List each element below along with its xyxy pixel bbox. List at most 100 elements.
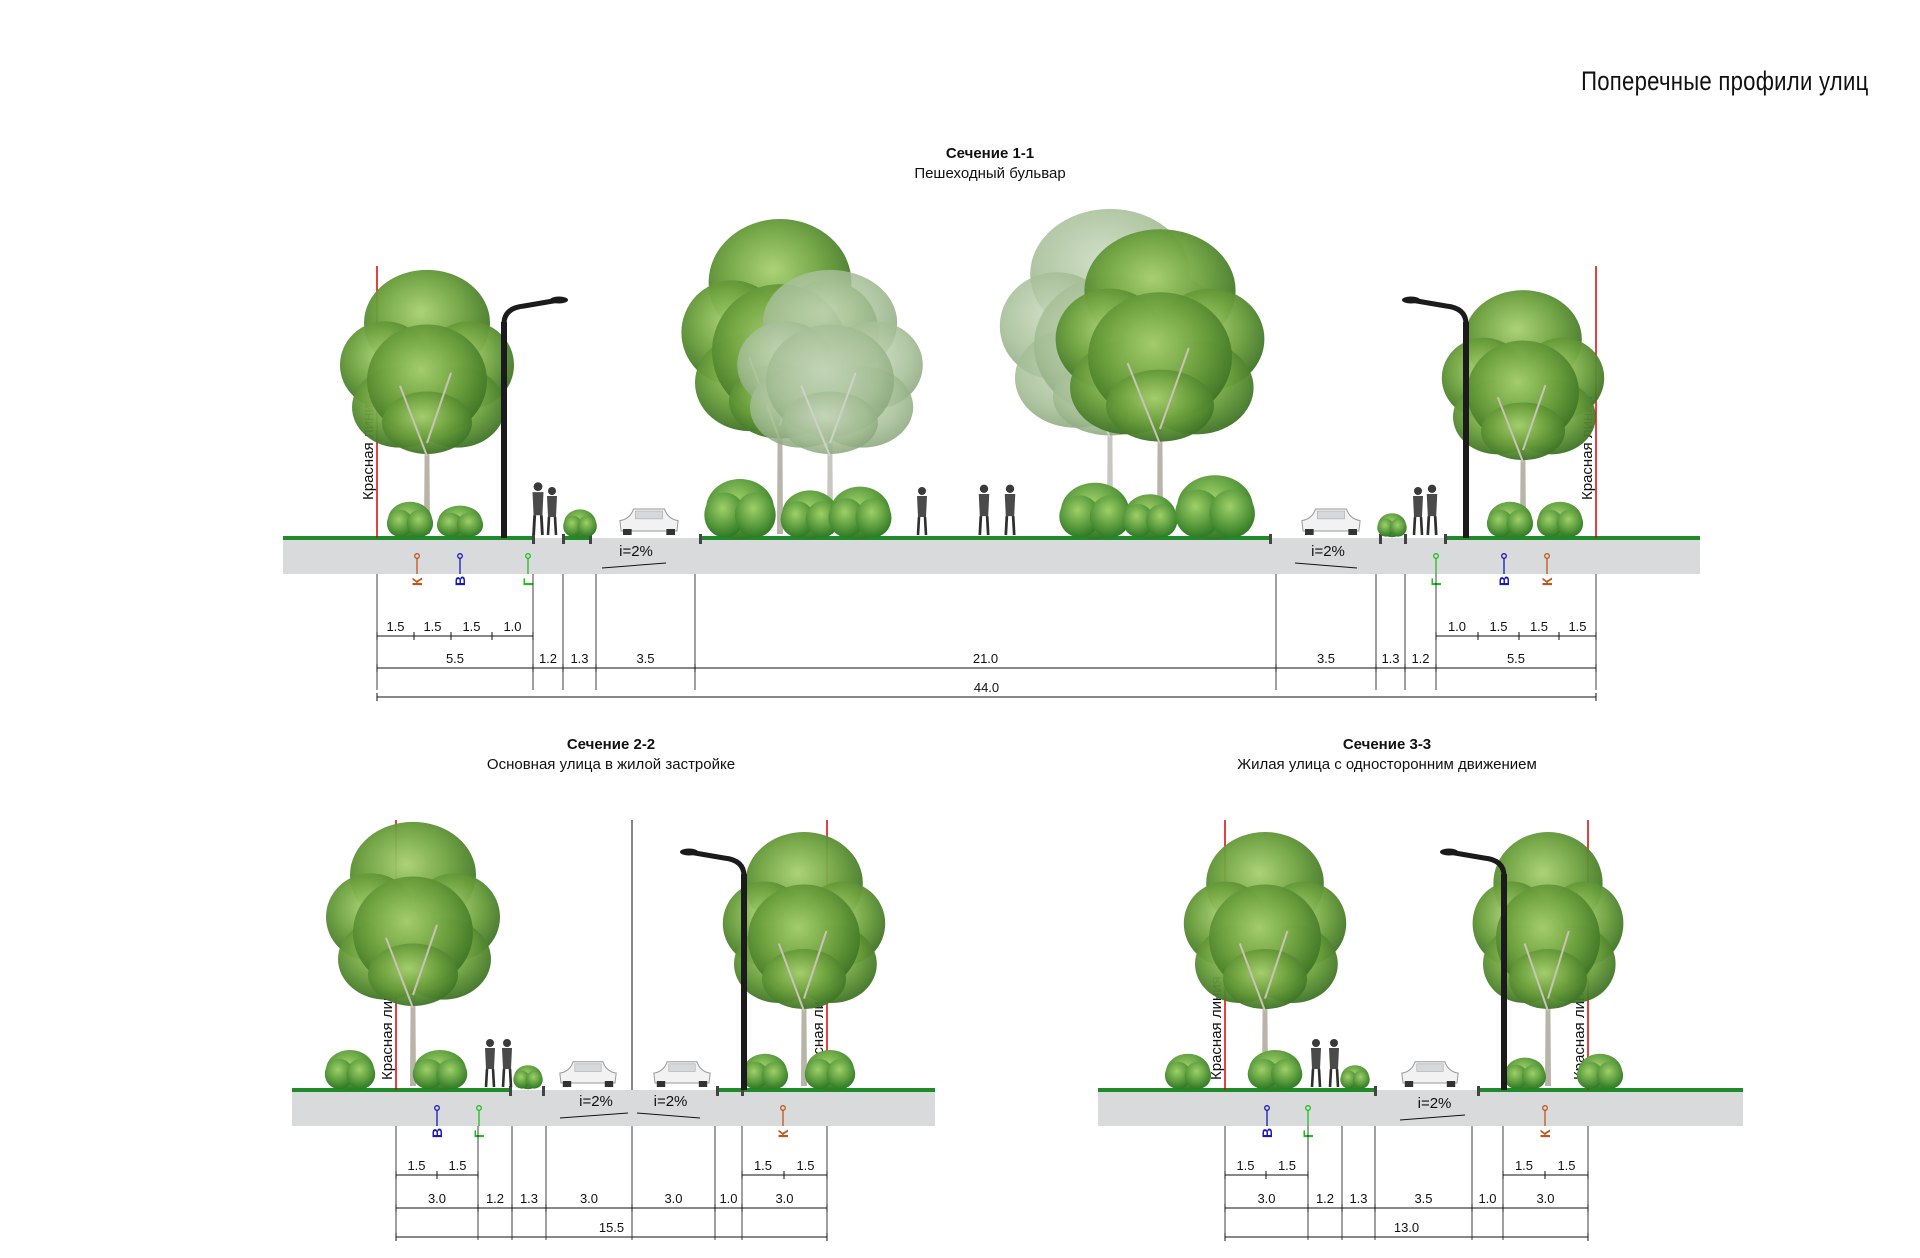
bush-lobe (1576, 1061, 1604, 1089)
person-head (979, 484, 989, 493)
s1-dims-row2-value: 3.5 (1317, 651, 1335, 666)
s1-dims-row1-left-value: 1.0 (503, 619, 521, 634)
s1-dims-row1-right-value: 1.5 (1489, 619, 1507, 634)
s1-bush (1377, 513, 1407, 538)
bush-lobe (826, 1059, 856, 1089)
bush-lobe (804, 1059, 834, 1089)
s1-grass-strip (1445, 536, 1700, 540)
s1-tree-right (1441, 290, 1605, 534)
lamp-pole (741, 874, 747, 1090)
s2-bush (804, 1050, 856, 1090)
s3-dims-row2-value: 1.0 (1478, 1191, 1496, 1206)
utility-label: В (1496, 576, 1512, 586)
section-1-subtitle: Пешеходный бульвар (914, 165, 1066, 182)
s3-utility-k: К (1537, 1105, 1553, 1138)
tree-branches (777, 930, 828, 1012)
bush-lobe (1556, 509, 1584, 537)
s2-dims-row1-right-value: 1.5 (796, 1158, 814, 1173)
s1-dims-total-value: 44.0 (974, 680, 999, 695)
person-body (502, 1048, 512, 1069)
s1-dims-row2-value: 1.3 (570, 651, 588, 666)
s3-person (1310, 1039, 1322, 1088)
s1-bush (828, 486, 892, 539)
person-legs (916, 516, 928, 536)
s1-tree-left (340, 269, 514, 534)
s3-dims-row1-right-value: 1.5 (1515, 1158, 1533, 1173)
tree-branches (1496, 384, 1547, 463)
bush-lobe (324, 1059, 354, 1089)
s1-dims-row2-value: 5.5 (1507, 651, 1525, 666)
person-body (532, 492, 544, 516)
s3-dims-row2-value: 3.0 (1257, 1191, 1275, 1206)
s1-dims-row2-value: 3.5 (636, 651, 654, 666)
car-window (1416, 1063, 1444, 1072)
person-legs (546, 516, 558, 536)
s1-curb (1404, 534, 1407, 544)
lamp-head (680, 848, 698, 856)
s1-grass-strip (283, 536, 533, 540)
s2-tree-left (326, 821, 500, 1086)
bush-lobe (1175, 489, 1221, 538)
s1-bush (1059, 482, 1131, 539)
person-body (485, 1048, 495, 1069)
car-body (653, 1061, 711, 1084)
s2-slope-left-arrow (559, 1112, 629, 1119)
tree-crown (1509, 949, 1587, 1009)
person-body (547, 496, 557, 517)
s3-bush (1576, 1053, 1624, 1090)
bush-lobe (855, 498, 892, 538)
bush-lobe (761, 1061, 789, 1089)
s1-slope-left-arrow (601, 562, 667, 569)
s3-tree-left (1183, 832, 1347, 1086)
bush-lobe (1596, 1061, 1624, 1089)
tree-crown (1223, 949, 1307, 1009)
bush-lobe (1352, 1070, 1370, 1089)
tree-crown (762, 949, 846, 1009)
person-head (1312, 1039, 1320, 1047)
car-window (1317, 510, 1345, 520)
bush-lobe (1146, 504, 1178, 538)
s3-curb (1374, 1086, 1377, 1096)
s1-bush (563, 509, 597, 538)
s3-bush (1164, 1053, 1212, 1090)
car-wheel (1304, 529, 1314, 535)
s1-dims-row1-left-value: 1.5 (423, 619, 441, 634)
s2-dims-row1-left-value: 1.5 (448, 1158, 466, 1173)
s2-dims-row2-value: 3.0 (664, 1191, 682, 1206)
s1-curb (589, 534, 592, 544)
section-1-title: Сечение 1-1 (945, 145, 1035, 162)
utility-label: К (409, 577, 425, 586)
s1-dims-row1-right-value: 1.0 (1448, 619, 1466, 634)
person-head (1330, 1039, 1338, 1047)
s1-slope-right-arrow (1294, 562, 1358, 569)
person-legs (1328, 1068, 1340, 1088)
s2-dims-row1-right-value: 1.5 (754, 1158, 772, 1173)
tree-crown (782, 391, 878, 454)
bush-lobe (436, 512, 464, 537)
s3-red-line-label-left: Красная линия (1208, 976, 1225, 1080)
s2-car-right (653, 1061, 711, 1087)
s3-dims-row2-value: 1.3 (1349, 1191, 1367, 1206)
tree-crown (382, 391, 472, 454)
person-body (1004, 494, 1016, 517)
s2-tree-right (722, 832, 886, 1086)
person-head (486, 1039, 494, 1047)
s2-lamp (680, 848, 747, 1090)
car-wheel (666, 529, 676, 535)
s1-dims-row2-value: 21.0 (973, 651, 998, 666)
s1-person (1412, 487, 1424, 536)
utility-label: В (1259, 1128, 1275, 1138)
s3-slope-arrow (1399, 1114, 1466, 1121)
person-body (917, 496, 927, 517)
s1-person (978, 484, 990, 536)
s1-utility-k-right: К (1539, 553, 1555, 586)
bush-lobe (1271, 1059, 1303, 1089)
s3-utility-v: В (1259, 1105, 1275, 1138)
person-head (533, 482, 543, 491)
s1-grass-strip (563, 536, 590, 540)
lamp-arm (1410, 297, 1469, 325)
person-body (1426, 494, 1438, 517)
person-head (548, 487, 556, 495)
s3-dims-row2-value: 1.2 (1316, 1191, 1334, 1206)
